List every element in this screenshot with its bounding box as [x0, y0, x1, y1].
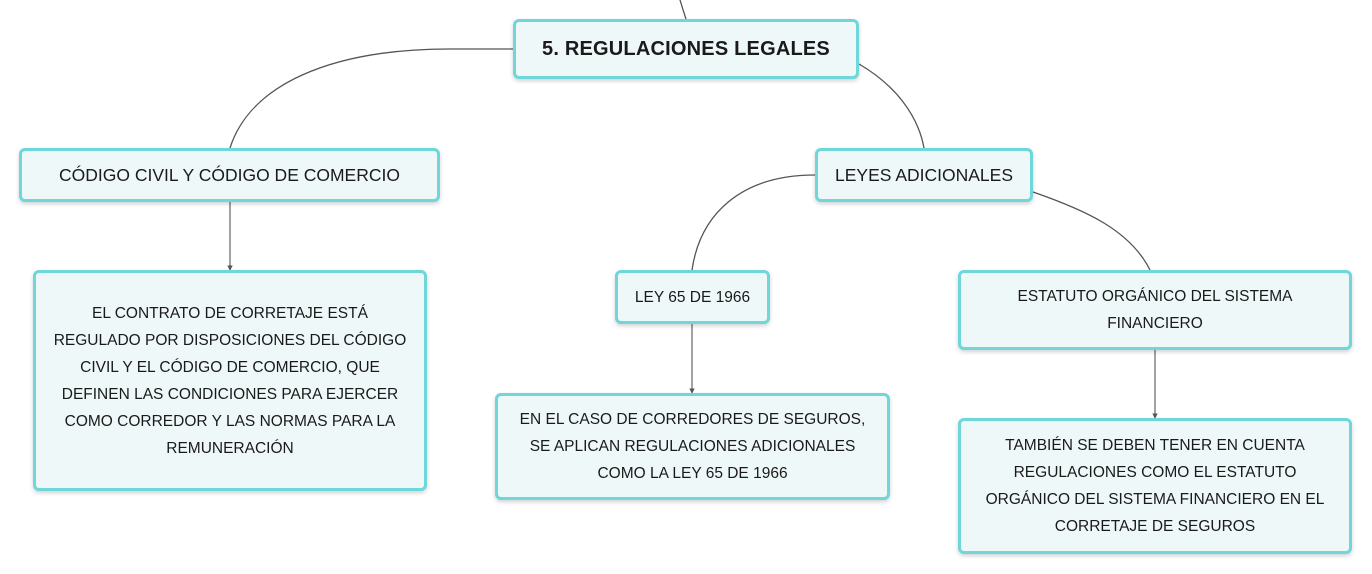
connector-incoming — [679, 0, 687, 20]
ley-65-node[interactable]: LEY 65 DE 1966 — [615, 270, 770, 324]
contrato-corretaje-text: EL CONTRATO DE CORRETAJE ESTÁ REGULADO P… — [53, 304, 407, 457]
central-topic-label: 5. REGULACIONES LEGALES — [542, 37, 830, 60]
ley-65-label: LEY 65 DE 1966 — [634, 288, 751, 306]
connector-title-leyes — [858, 63, 925, 149]
codigo-civil-node[interactable]: CÓDIGO CIVIL Y CÓDIGO DE COMERCIO — [19, 148, 440, 202]
codigo-civil-label: CÓDIGO CIVIL Y CÓDIGO DE COMERCIO — [59, 164, 400, 185]
estatuto-organico-label: ESTATUTO ORGÁNICO DEL SISTEMA FINANCIERO — [1017, 288, 1293, 332]
central-topic-node[interactable]: 5. REGULACIONES LEGALES — [513, 19, 859, 79]
leyes-adicionales-node[interactable]: LEYES ADICIONALES — [815, 148, 1033, 202]
estatuto-organico-node[interactable]: ESTATUTO ORGÁNICO DEL SISTEMA FINANCIERO — [958, 270, 1352, 350]
leyes-adicionales-label: LEYES ADICIONALES — [835, 164, 1013, 185]
connector-title-codigo — [229, 48, 513, 149]
connector-leyes-ley65 — [691, 174, 816, 271]
connector-leyes-estatuto — [1032, 191, 1151, 271]
contrato-corretaje-node[interactable]: EL CONTRATO DE CORRETAJE ESTÁ REGULADO P… — [33, 270, 427, 491]
tambien-regulaciones-node[interactable]: TAMBIÉN SE DEBEN TENER EN CUENTA REGULAC… — [958, 418, 1352, 554]
corredores-seguros-node[interactable]: EN EL CASO DE CORREDORES DE SEGUROS, SE … — [495, 393, 890, 500]
corredores-seguros-text: EN EL CASO DE CORREDORES DE SEGUROS, SE … — [519, 411, 866, 482]
tambien-regulaciones-text: TAMBIÉN SE DEBEN TENER EN CUENTA REGULAC… — [985, 437, 1325, 535]
